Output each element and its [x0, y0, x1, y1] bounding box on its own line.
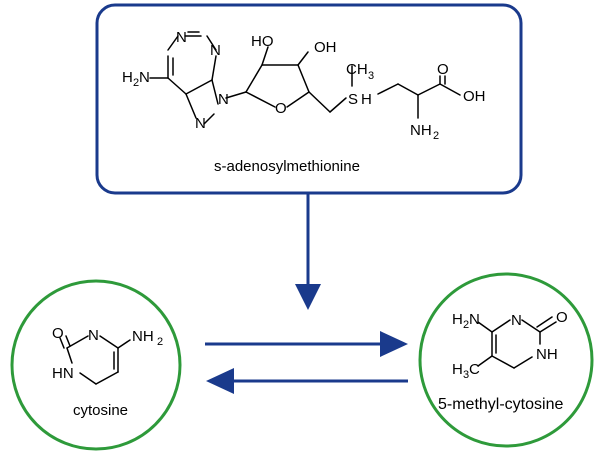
methylcytosine-structure — [477, 316, 557, 369]
cytosine-node: O N NH 2 HN cytosine — [10, 279, 182, 451]
down-arrow-head — [295, 284, 321, 310]
cytosine-atom-nh2-sub: 2 — [157, 336, 163, 348]
sam-methyl-c: CH — [346, 61, 368, 78]
methylcytosine-atom-h-sub: 2 — [463, 319, 469, 331]
methylcytosine-atom-n3: N — [511, 312, 522, 329]
reverse-arrow-head — [206, 368, 234, 394]
cytosine-atom-o: O — [52, 325, 64, 342]
sam-amine-h: H — [122, 69, 133, 86]
methylcytosine-atom-h: H — [452, 311, 463, 328]
sam-amine-h-sub: 2 — [133, 77, 139, 89]
sam-methionine-chain — [351, 65, 461, 119]
methylcytosine-methyl-c: C — [469, 361, 480, 378]
sam-atom-n9: N — [218, 91, 229, 108]
methylcytosine-methyl-sub: 3 — [463, 369, 469, 381]
cytosine-structure — [59, 335, 131, 385]
sam-box-border — [95, 3, 523, 195]
methylcytosine-caption: 5-methyl-cytosine — [438, 396, 563, 413]
sam-amine-n2-sub: 2 — [433, 130, 439, 142]
forward-arrow — [205, 331, 408, 357]
sam-atom-n7: N — [195, 115, 206, 132]
sam-box: N N N N H 2 N HO OH O — [95, 3, 523, 195]
methylcytosine-circle — [418, 272, 594, 448]
sam-amine-n: N — [139, 69, 150, 86]
sam-atom-oh: OH — [314, 39, 337, 56]
cytosine-atom-nh2: NH — [132, 328, 154, 345]
sam-atom-n3: N — [210, 42, 221, 59]
forward-arrow-head — [380, 331, 408, 357]
cytosine-circle — [10, 279, 182, 451]
sam-amine-n2: NH — [410, 122, 432, 139]
down-arrow — [295, 194, 321, 310]
sam-atom-ho: HO — [251, 33, 274, 50]
methylcytosine-atom-o: O — [556, 309, 568, 326]
reverse-arrow — [206, 368, 408, 394]
sam-ribose — [245, 46, 347, 113]
sam-carbonyl-o: O — [437, 61, 449, 78]
methylcytosine-atom-nh: NH — [536, 346, 558, 363]
cytosine-atom-hn: HN — [52, 365, 74, 382]
sam-atom-ring-o: O — [275, 100, 287, 117]
sam-adenine — [149, 31, 247, 125]
methylcytosine-atom-n4: N — [469, 311, 480, 328]
cytosine-atom-n3: N — [88, 327, 99, 344]
sam-sulfur-h: H — [361, 91, 372, 108]
sam-acid-oh: OH — [463, 88, 486, 105]
sam-methyl-sub: 3 — [368, 70, 374, 82]
sam-caption: s-adenosylmethionine — [214, 158, 360, 175]
methylcytosine-node: H 2 N N O NH H 3 C 5-methyl-cytosine — [418, 272, 594, 448]
methylcytosine-methyl-h: H — [452, 361, 463, 378]
sam-sulfur: S — [348, 91, 358, 108]
cytosine-caption: cytosine — [73, 402, 128, 419]
sam-atom-n1: N — [176, 29, 187, 46]
